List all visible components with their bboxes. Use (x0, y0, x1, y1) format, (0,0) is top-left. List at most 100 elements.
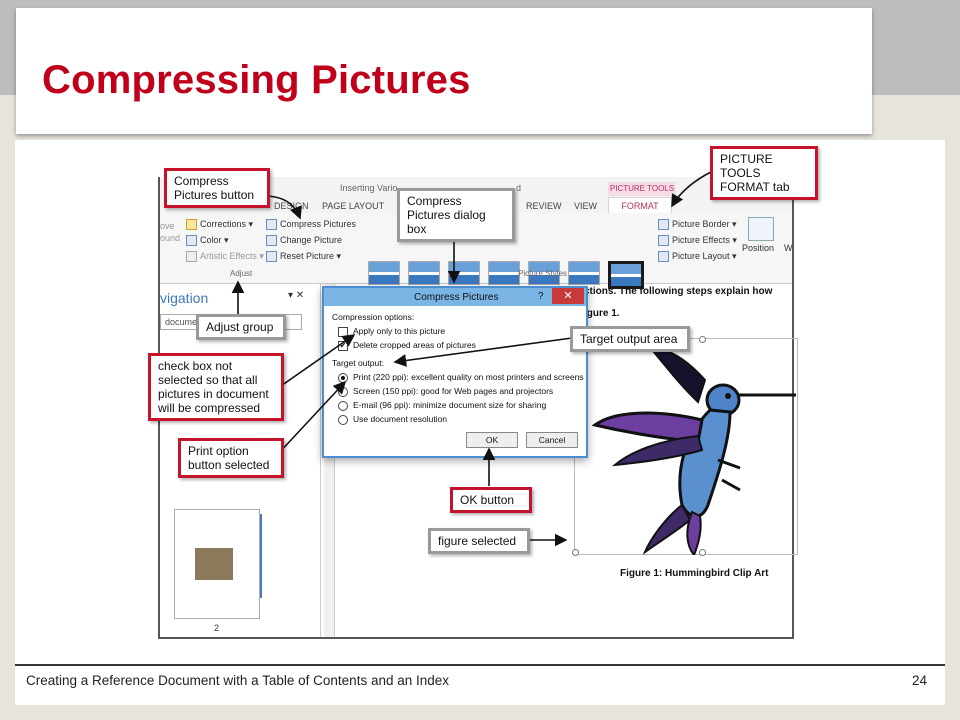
apply-only-label: Apply only to this picture (353, 326, 446, 336)
layout-icon (658, 251, 669, 263)
radio-unselected[interactable] (338, 400, 348, 411)
tab-page-layout[interactable]: PAGE LAYOUT (322, 201, 385, 211)
callout-picture-tools-format-tab: PICTURE TOOLS FORMAT tab (710, 146, 818, 200)
callout-compress-pictures-dialog: Compress Pictures dialog box (397, 188, 515, 242)
picture-style-3[interactable] (448, 261, 480, 285)
callout-figure-selected: figure selected (428, 528, 530, 554)
resize-handle[interactable] (699, 336, 706, 343)
thumbnail-photo (195, 548, 233, 580)
nav-pane-title: vigation (160, 290, 209, 306)
change-picture-label: Change Picture (280, 235, 343, 245)
reset-picture-button[interactable]: Reset Picture ▾ (266, 251, 342, 263)
callout-compress-pictures-button: Compress Pictures button (164, 168, 270, 208)
picture-style-5[interactable] (528, 261, 560, 285)
tab-design[interactable]: DESIGN (274, 201, 309, 211)
callout-print-option: Print option button selected (178, 438, 284, 478)
screen-radio[interactable]: Screen (150 ppi): good for Web pages and… (338, 386, 553, 397)
document-title-fragment: Inserting Vario (340, 183, 398, 193)
wrap-text-fragment[interactable]: W (784, 243, 793, 253)
picture-style-2[interactable] (408, 261, 440, 285)
footer-rule (15, 664, 945, 666)
document-text-line-2: igure 1. (584, 308, 620, 319)
delete-cropped-checkbox[interactable]: ✔ Delete cropped areas of pictures (338, 340, 476, 351)
picture-border-button[interactable]: Picture Border ▾ (658, 219, 737, 231)
print-option-label: Print (220 ppi): excellent quality on mo… (353, 372, 584, 382)
checkbox-checked[interactable]: ✔ (338, 340, 348, 351)
email-radio[interactable]: E-mail (96 ppi): minimize document size … (338, 400, 546, 411)
position-icon (748, 217, 774, 241)
screen-option-label: Screen (150 ppi): good for Web pages and… (353, 386, 554, 396)
document-resolution-radio[interactable]: Use document resolution (338, 414, 447, 425)
ok-button[interactable]: OK (466, 432, 518, 448)
picture-layout-label: Picture Layout ▾ (672, 251, 737, 261)
picture-effects-label: Picture Effects ▾ (672, 235, 737, 245)
footer-text: Creating a Reference Document with a Tab… (26, 673, 450, 688)
callout-checkbox-note: check box not selected so that all pictu… (148, 353, 284, 421)
nav-search-text: docume (165, 317, 198, 327)
remove-bg-fragment-1[interactable]: ove (160, 221, 175, 231)
artistic-effects-label: Artistic Effects ▾ (200, 251, 264, 261)
checkbox-unchecked[interactable] (338, 326, 348, 337)
adjust-group-label: Adjust (230, 269, 253, 278)
hummingbird-clipart[interactable] (590, 340, 800, 555)
callout-target-output-area: Target output area (570, 326, 690, 352)
picture-tools-label: PICTURE TOOLS (608, 182, 676, 196)
picture-style-6[interactable] (568, 261, 600, 285)
document-title-end: d (516, 183, 522, 193)
page-2-number: 2 (214, 623, 220, 633)
compress-pictures-dialog: Compress Pictures ? ✕ Compression option… (322, 286, 588, 458)
corrections-label: Corrections ▾ (200, 219, 254, 229)
picture-style-1[interactable] (368, 261, 400, 285)
color-icon (186, 235, 197, 247)
callout-adjust-group: Adjust group (196, 314, 286, 340)
artistic-effects-button[interactable]: Artistic Effects ▾ (186, 251, 264, 263)
dialog-title-bar: Compress Pictures ? ✕ (324, 288, 586, 306)
nav-scrollbar[interactable] (324, 284, 335, 637)
border-icon (658, 219, 669, 231)
callout-ok-button: OK button (450, 487, 532, 513)
compress-pictures-button[interactable]: Compress Pictures (266, 219, 356, 231)
position-button[interactable]: Position (742, 243, 775, 253)
tab-review[interactable]: REVIEW (526, 201, 562, 211)
picture-style-4[interactable] (488, 261, 520, 285)
resize-handle[interactable] (699, 549, 706, 556)
sun-icon (186, 219, 197, 231)
change-picture-button[interactable]: Change Picture (266, 235, 343, 247)
resize-handle[interactable] (572, 549, 579, 556)
figure-caption: Figure 1: Hummingbird Clip Art (620, 568, 769, 579)
slide-title: Compressing Pictures (42, 58, 471, 102)
close-icon[interactable]: ▾ ✕ (288, 290, 305, 301)
cancel-button[interactable]: Cancel (526, 432, 578, 448)
page-number: 24 (912, 673, 928, 688)
reset-icon (266, 251, 277, 263)
reset-picture-label: Reset Picture ▾ (280, 251, 342, 261)
title-box: Compressing Pictures (16, 8, 872, 134)
color-label: Color ▾ (200, 235, 229, 245)
help-icon[interactable]: ? (538, 291, 544, 302)
compress-icon (266, 219, 277, 231)
delete-cropped-label: Delete cropped areas of pictures (353, 340, 476, 350)
brush-icon (186, 251, 197, 263)
picture-style-7[interactable] (608, 261, 644, 289)
apply-only-checkbox[interactable]: Apply only to this picture (338, 326, 445, 337)
print-radio[interactable]: Print (220 ppi): excellent quality on mo… (338, 372, 584, 383)
picture-effects-button[interactable]: Picture Effects ▾ (658, 235, 737, 247)
remove-bg-fragment-2[interactable]: ound (160, 233, 181, 243)
change-picture-icon (266, 235, 277, 247)
picture-border-label: Picture Border ▾ (672, 219, 737, 229)
dialog-title: Compress Pictures (414, 292, 499, 303)
dialog-close-button[interactable]: ✕ (552, 288, 584, 304)
effects-icon (658, 235, 669, 247)
document-resolution-label: Use document resolution (353, 414, 448, 424)
tab-view[interactable]: VIEW (574, 201, 598, 211)
corrections-button[interactable]: Corrections ▾ (186, 219, 254, 231)
compression-options-heading: Compression options: (332, 312, 415, 322)
page-thumbnail-2[interactable] (174, 509, 260, 619)
radio-unselected[interactable] (338, 386, 348, 397)
radio-selected[interactable] (338, 372, 348, 383)
radio-unselected[interactable] (338, 414, 348, 425)
picture-layout-button[interactable]: Picture Layout ▾ (658, 251, 737, 263)
document-text-line-1: ctions. The following steps explain how (584, 286, 773, 297)
tab-format[interactable]: FORMAT (608, 197, 672, 214)
color-button[interactable]: Color ▾ (186, 235, 229, 247)
